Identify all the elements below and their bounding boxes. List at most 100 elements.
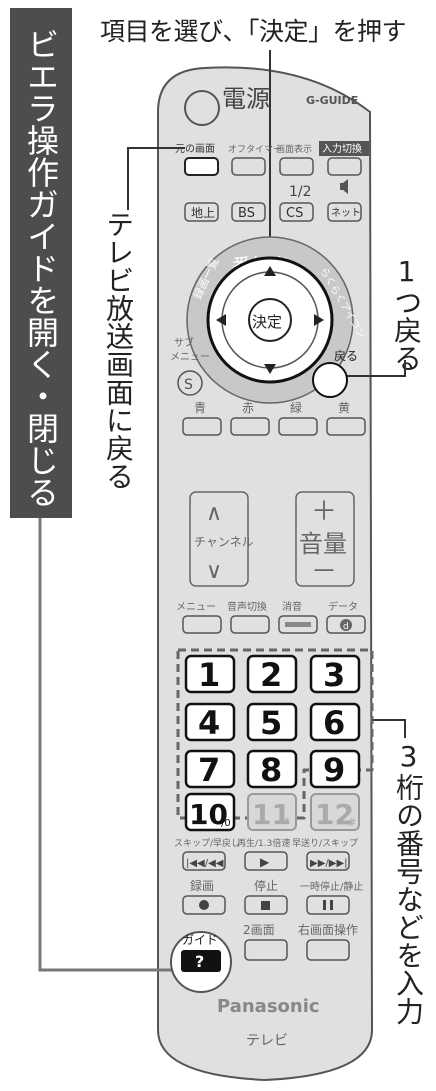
green-button[interactable] (278, 417, 318, 436)
net-label: ネット (331, 207, 361, 219)
guide-button[interactable] (181, 950, 221, 972)
audio-switch-label: 音声切換 (227, 600, 267, 613)
num-8-button[interactable] (246, 749, 298, 789)
record-label: 録画 (190, 878, 214, 893)
numpad-dashed-outline (176, 648, 374, 820)
channel-down-icon: ∨ (206, 559, 222, 584)
right-screen-label: 右画面操作 (298, 922, 358, 937)
label-off-timer: オフタイマー (228, 144, 282, 155)
play-label: 再生/1.3倍速 (237, 837, 290, 849)
bs-button[interactable] (231, 202, 266, 222)
channel-label: チャンネル (194, 535, 254, 549)
sub-label: サブ (174, 336, 194, 349)
num-4-label: 4 (198, 704, 220, 742)
num-4-button[interactable] (184, 702, 236, 742)
volume-plus-icon: ＋ (311, 497, 337, 527)
stop-label: 停止 (254, 878, 278, 893)
menu-label: メニュー (170, 352, 210, 363)
blue-button[interactable] (182, 417, 222, 436)
num-6-button[interactable] (309, 702, 361, 742)
input-switch-button[interactable] (327, 157, 362, 176)
skip-back-button[interactable] (182, 851, 226, 871)
up-arrow-icon[interactable] (264, 266, 276, 276)
net-button[interactable] (327, 202, 362, 222)
num-12-mark: # (347, 816, 356, 829)
volume-label: 音量 (299, 530, 347, 558)
back-label: 戻る (334, 349, 358, 363)
num-1-button[interactable] (184, 654, 236, 694)
terrestrial-label: 地上 (191, 206, 215, 220)
num-3-button[interactable] (309, 654, 361, 694)
leader-digits (372, 719, 406, 738)
right-screen-button[interactable] (306, 939, 350, 961)
caption-panel-text: ビエラ操作ガイドを開く・閉じる (22, 28, 60, 508)
right-arrow-icon[interactable] (314, 314, 324, 326)
caption-panel-open-guide: ビエラ操作ガイドを開く・閉じる (10, 8, 72, 518)
num-5-button[interactable] (246, 702, 298, 742)
off-timer-button[interactable] (231, 157, 266, 176)
yellow-label: 黄 (338, 401, 350, 415)
brand-logo: Panasonic (217, 996, 320, 1017)
pause-label: 一時停止/静止 (300, 880, 363, 893)
num-6-label: 6 (323, 704, 345, 742)
sub-menu-button[interactable] (177, 370, 203, 396)
skip-back-icon: |◀◀/◀◀ (186, 858, 224, 869)
pause-icon (323, 900, 333, 910)
sub-menu-s-label: S (184, 377, 193, 393)
motono-gamen-button[interactable] (184, 157, 219, 176)
stop-icon (261, 901, 270, 910)
num-10-button[interactable] (184, 792, 236, 832)
red-label: 赤 (242, 401, 254, 415)
num-9-button[interactable] (309, 749, 361, 789)
guide-question-icon: ? (195, 952, 204, 971)
blue-label: 青 (194, 401, 206, 415)
num-2-button[interactable] (246, 654, 298, 694)
num-10-mark: /0 (221, 818, 231, 829)
num-11-button[interactable] (247, 793, 297, 831)
yellow-button[interactable] (326, 417, 366, 436)
play-button[interactable] (244, 851, 288, 871)
skip-fwd-label: 早送り/スキップ (292, 837, 358, 849)
channel-rocker[interactable] (189, 491, 249, 587)
power-label: 電源 (222, 85, 270, 113)
down-arrow-icon[interactable] (264, 364, 276, 374)
mute-label: 消音 (282, 600, 302, 613)
menu-button[interactable] (182, 615, 222, 634)
num-7-label: 7 (198, 751, 220, 789)
num-11-mark: * (284, 815, 290, 829)
terrestrial-button[interactable] (184, 202, 219, 222)
data-d-label: d (343, 622, 349, 632)
data-label: データ (328, 600, 358, 613)
num-3-label: 3 (323, 656, 345, 694)
skip-fwd-button[interactable] (306, 851, 350, 871)
power-button[interactable] (184, 90, 220, 126)
pause-button[interactable] (306, 895, 350, 915)
volume-rocker[interactable] (295, 491, 355, 587)
audio-switch-button[interactable] (230, 615, 270, 634)
num-5-label: 5 (260, 704, 282, 742)
num-2-label: 2 (260, 656, 282, 694)
num-12-button[interactable] (310, 793, 360, 831)
channel-up-icon: ∧ (206, 501, 222, 526)
dual-screen-button[interactable] (244, 939, 288, 961)
record-icon (199, 900, 209, 910)
display-button[interactable] (279, 157, 314, 176)
product-label: テレビ (246, 1033, 288, 1049)
decide-button[interactable] (248, 298, 292, 342)
mute-bar-icon (285, 622, 311, 627)
left-arrow-icon[interactable] (216, 314, 226, 326)
caption-return-tv: テレビ放送画面に戻る (102, 210, 135, 490)
cs-label: CS (286, 206, 303, 221)
label-input-switch: 入力切換 (322, 142, 362, 155)
green-label: 緑 (290, 400, 302, 415)
back-button[interactable] (312, 362, 348, 398)
number-buttons: 1 2 3 4 5 6 7 8 9 10 /0 11 * 12 # (184, 654, 361, 832)
caption-enter-3digit: 3桁の番号などを入力 (392, 740, 425, 1025)
guide-label: ガイド (182, 933, 218, 947)
num-1-label: 1 (198, 656, 220, 694)
num-7-button[interactable] (184, 749, 236, 789)
skip-back-label: スキップ/早戻し (174, 837, 240, 849)
cs-button[interactable] (279, 202, 314, 222)
red-button[interactable] (230, 417, 270, 436)
